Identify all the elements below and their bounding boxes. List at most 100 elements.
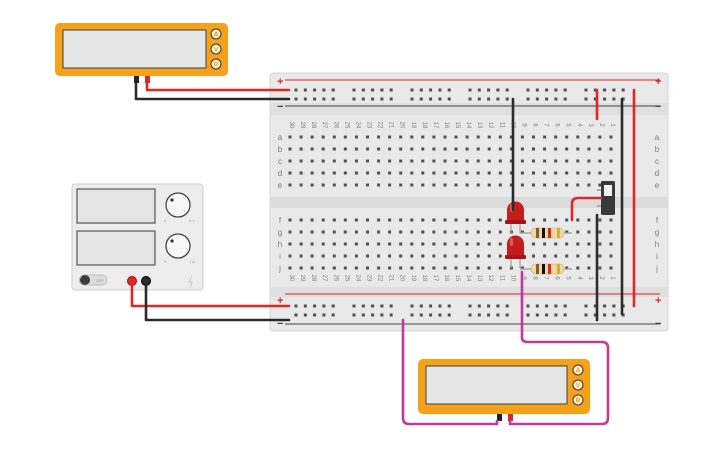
- breadboard-hole[interactable]: [454, 135, 458, 139]
- breadboard-hole[interactable]: [421, 266, 425, 270]
- breadboard-hole[interactable]: [310, 159, 314, 163]
- breadboard-hole[interactable]: [366, 183, 369, 187]
- breadboard-hole[interactable]: [332, 183, 336, 187]
- breadboard-hole[interactable]: [487, 147, 491, 151]
- breadboard-hole[interactable]: [487, 230, 491, 234]
- breadboard-hole[interactable]: [465, 218, 469, 222]
- multimeter-bottom-probe-black[interactable]: [497, 414, 502, 421]
- rail-hole[interactable]: [603, 304, 607, 308]
- breadboard-hole[interactable]: [310, 147, 314, 151]
- rail-hole[interactable]: [419, 313, 423, 317]
- breadboard-hole[interactable]: [332, 159, 336, 163]
- rail-hole[interactable]: [322, 304, 326, 308]
- breadboard-hole[interactable]: [354, 218, 358, 222]
- breadboard-hole[interactable]: [410, 266, 414, 270]
- rail-hole[interactable]: [593, 304, 597, 308]
- rail-hole[interactable]: [468, 304, 472, 308]
- breadboard-hole[interactable]: [465, 183, 469, 187]
- breadboard-hole[interactable]: [288, 242, 292, 246]
- breadboard-hole[interactable]: [366, 135, 369, 139]
- breadboard-hole[interactable]: [554, 254, 558, 258]
- wire-switch-red[interactable]: [570, 196, 603, 222]
- breadboard-hole[interactable]: [343, 254, 347, 258]
- breadboard-hole[interactable]: [543, 159, 547, 163]
- breadboard-hole[interactable]: [498, 147, 502, 151]
- breadboard-hole[interactable]: [310, 171, 314, 175]
- breadboard-hole[interactable]: [432, 183, 436, 187]
- rail-hole[interactable]: [303, 313, 307, 317]
- breadboard-hole[interactable]: [299, 135, 303, 139]
- wire-meter-top-red[interactable]: [145, 81, 291, 92]
- rail-hole[interactable]: [389, 304, 393, 308]
- breadboard-hole[interactable]: [299, 242, 303, 246]
- breadboard-hole[interactable]: [487, 266, 491, 270]
- breadboard-hole[interactable]: [476, 254, 480, 258]
- breadboard-hole[interactable]: [443, 266, 447, 270]
- breadboard-hole[interactable]: [299, 254, 303, 258]
- breadboard-hole[interactable]: [509, 159, 513, 163]
- rail-hole[interactable]: [352, 304, 356, 308]
- breadboard-hole[interactable]: [520, 147, 524, 151]
- rail-hole[interactable]: [496, 304, 500, 308]
- rail-hole[interactable]: [612, 97, 616, 101]
- rail-hole[interactable]: [352, 313, 356, 317]
- rail-hole[interactable]: [545, 313, 549, 317]
- breadboard-hole[interactable]: [598, 147, 602, 151]
- rail-hole[interactable]: [584, 313, 588, 317]
- multimeter-top-button-r[interactable]: R: [210, 58, 222, 70]
- breadboard-hole[interactable]: [498, 135, 502, 139]
- breadboard-hole[interactable]: [554, 242, 558, 246]
- breadboard-hole[interactable]: [576, 254, 580, 258]
- breadboard-hole[interactable]: [310, 218, 314, 222]
- rail-hole[interactable]: [554, 97, 558, 101]
- rail-hole[interactable]: [487, 88, 491, 92]
- rail-hole[interactable]: [603, 88, 607, 92]
- breadboard-hole[interactable]: [299, 147, 303, 151]
- breadboard-hole[interactable]: [498, 254, 502, 258]
- rail-hole[interactable]: [487, 304, 491, 308]
- rail-hole[interactable]: [526, 304, 530, 308]
- rail-hole[interactable]: [303, 97, 307, 101]
- breadboard-hole[interactable]: [388, 254, 392, 258]
- breadboard-hole[interactable]: [377, 218, 381, 222]
- breadboard-hole[interactable]: [609, 230, 613, 234]
- breadboard-hole[interactable]: [543, 183, 547, 187]
- rail-hole[interactable]: [535, 304, 539, 308]
- rail-hole[interactable]: [331, 88, 335, 92]
- breadboard-hole[interactable]: [598, 183, 602, 187]
- breadboard-hole[interactable]: [321, 218, 325, 222]
- breadboard-hole[interactable]: [421, 242, 425, 246]
- rail-hole[interactable]: [429, 304, 433, 308]
- rail-hole[interactable]: [496, 313, 500, 317]
- breadboard-hole[interactable]: [410, 218, 414, 222]
- rail-hole[interactable]: [438, 304, 442, 308]
- breadboard-hole[interactable]: [532, 242, 535, 246]
- rail-hole[interactable]: [322, 88, 326, 92]
- rail-hole[interactable]: [496, 88, 500, 92]
- breadboard-hole[interactable]: [410, 147, 414, 151]
- breadboard-hole[interactable]: [476, 242, 480, 246]
- rail-hole[interactable]: [303, 304, 307, 308]
- breadboard-hole[interactable]: [332, 147, 336, 151]
- rail-hole[interactable]: [361, 88, 365, 92]
- rail-hole[interactable]: [468, 97, 472, 101]
- breadboard-hole[interactable]: [454, 171, 458, 175]
- breadboard-hole[interactable]: [587, 147, 591, 151]
- rail-hole[interactable]: [535, 97, 539, 101]
- rail-hole[interactable]: [526, 97, 530, 101]
- breadboard-hole[interactable]: [565, 218, 569, 222]
- breadboard-hole[interactable]: [366, 266, 369, 270]
- rail-hole[interactable]: [487, 97, 491, 101]
- resistor-1[interactable]: [520, 227, 572, 239]
- breadboard-hole[interactable]: [520, 135, 524, 139]
- rail-hole[interactable]: [505, 304, 509, 308]
- led-2[interactable]: [505, 235, 526, 269]
- breadboard-hole[interactable]: [498, 218, 502, 222]
- breadboard-hole[interactable]: [565, 135, 569, 139]
- breadboard-hole[interactable]: [366, 159, 369, 163]
- breadboard-hole[interactable]: [498, 230, 502, 234]
- breadboard-hole[interactable]: [354, 254, 358, 258]
- power-switch[interactable]: OFF: [78, 274, 108, 286]
- rail-hole[interactable]: [331, 97, 335, 101]
- rail-hole[interactable]: [593, 88, 597, 92]
